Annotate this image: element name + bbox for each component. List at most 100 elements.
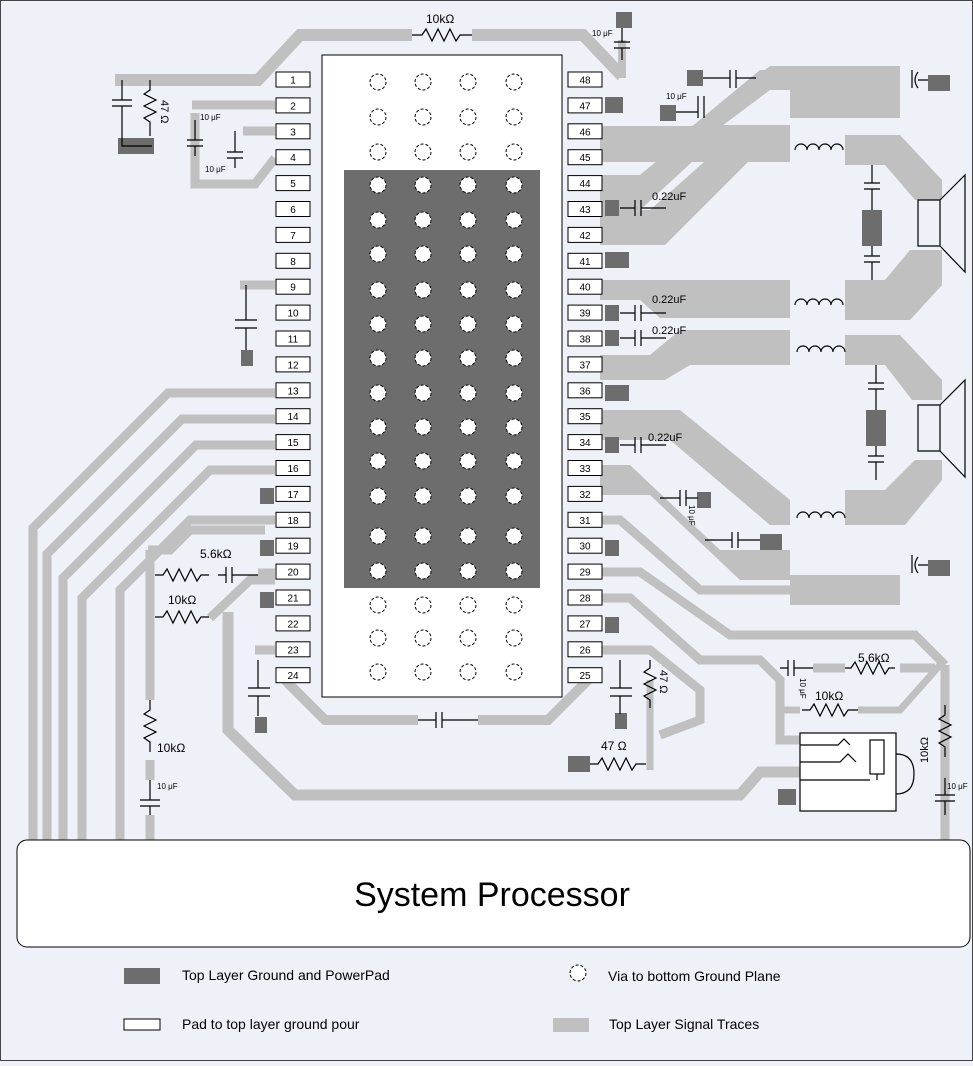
pin-pad-left	[275, 304, 311, 321]
via-outside-pad	[459, 143, 477, 161]
label-r-47-left: 47 Ω	[158, 100, 170, 124]
label-c-032: 10 μF	[687, 505, 696, 526]
pin-pad-left	[275, 511, 311, 528]
pin-number-right: 25	[579, 671, 591, 682]
pin-number-left: 18	[287, 516, 299, 527]
pin-number-left: 12	[287, 360, 299, 371]
pin-pad-right	[567, 71, 603, 88]
pin-pad-left	[275, 615, 311, 632]
pin-pad-left	[275, 71, 311, 88]
pin-pad-left	[275, 356, 311, 373]
via-outside-pad	[369, 629, 387, 647]
pin-number-right: 33	[579, 464, 591, 475]
pin-number-left: 7	[290, 231, 296, 242]
via-on-powerpad	[414, 245, 432, 263]
via-on-powerpad	[369, 384, 387, 402]
pin-pad-right	[567, 304, 603, 321]
pin-number-left: 9	[290, 283, 296, 294]
pin-number-left: 1	[290, 76, 296, 87]
label-c-pin2: 10 μF	[200, 113, 221, 122]
pin-number-left: 10	[287, 309, 299, 320]
via-outside-pad	[369, 596, 387, 614]
resistor-5k6-right	[845, 660, 895, 676]
via-on-powerpad	[505, 211, 523, 229]
via-outside-pad	[414, 629, 432, 647]
pin-number-right: 38	[579, 335, 591, 346]
pin-pad-left	[275, 460, 311, 476]
label-r-5k6-left: 5.6kΩ	[200, 547, 232, 561]
resistor-10k-bottom-left	[142, 700, 158, 752]
label-r-10k-bottom-left: 10kΩ	[157, 741, 185, 755]
via-grid	[369, 73, 523, 681]
via-on-powerpad	[414, 487, 432, 505]
resistor-10k-right	[802, 702, 858, 718]
via-on-powerpad	[505, 384, 523, 402]
pin-pad-left	[275, 434, 311, 451]
via-on-powerpad	[459, 245, 477, 263]
via-on-powerpad	[414, 384, 432, 402]
via-on-powerpad	[505, 527, 523, 545]
pin-number-left: 23	[287, 645, 299, 656]
pin-number-right: 43	[579, 205, 591, 216]
pin-number-right: 32	[579, 490, 591, 501]
legend-via-label: Via to bottom Ground Plane	[608, 968, 781, 984]
label-c-top: 10 μF	[592, 29, 613, 38]
pin-number-left: 19	[287, 542, 299, 553]
pin-pad-right	[567, 356, 603, 373]
pin-pad-left	[275, 537, 311, 554]
inductor-2	[794, 298, 844, 306]
via-outside-pad	[459, 73, 477, 91]
pin-pad-left	[275, 485, 311, 502]
pin-number-left: 17	[287, 490, 299, 501]
label-c-038: 0.22uF	[652, 325, 687, 337]
via-on-powerpad	[505, 349, 523, 367]
via-on-powerpad	[369, 527, 387, 545]
via-outside-pad	[505, 596, 523, 614]
right-pin-column: 4847464544434241403938373635343332313029…	[567, 71, 603, 684]
via-on-powerpad	[369, 176, 387, 194]
via-outside-pad	[414, 596, 432, 614]
label-c-right-top: 10 μF	[666, 92, 687, 101]
via-on-powerpad	[369, 211, 387, 229]
pin-number-right: 26	[579, 645, 591, 656]
pin-number-left: 16	[287, 464, 299, 475]
via-outside-pad	[459, 108, 477, 126]
pin-pad-left	[275, 641, 311, 658]
via-on-powerpad	[414, 176, 432, 194]
via-outside-pad	[459, 629, 477, 647]
pin-pad-right	[567, 201, 603, 217]
via-on-powerpad	[414, 418, 432, 436]
pin-number-left: 2	[290, 101, 296, 112]
pin-number-right: 47	[579, 101, 591, 112]
via-outside-pad	[459, 596, 477, 614]
pin-pad-right	[567, 460, 603, 476]
legend-ground-swatch	[124, 968, 160, 984]
speaker-bottom	[917, 378, 966, 479]
pin-pad-left	[275, 278, 311, 295]
via-on-powerpad	[459, 349, 477, 367]
legend-pad-label: Pad to top layer ground pour	[182, 1016, 360, 1032]
via-on-powerpad	[505, 281, 523, 299]
pin-number-right: 36	[579, 386, 591, 397]
pin-number-left: 20	[287, 568, 299, 579]
via-on-powerpad	[505, 562, 523, 580]
pin-pad-right	[567, 175, 603, 192]
pin-pad-right	[567, 589, 603, 606]
via-on-powerpad	[414, 315, 432, 333]
resistor-47-left	[142, 80, 158, 136]
pin-pad-right	[567, 330, 603, 347]
via-on-powerpad	[505, 176, 523, 194]
resistor-5k6-left	[155, 567, 209, 583]
via-on-powerpad	[414, 452, 432, 470]
via-on-powerpad	[459, 281, 477, 299]
pin-pad-right	[567, 485, 603, 502]
legend-ground-label: Top Layer Ground and PowerPad	[182, 967, 390, 983]
label-c-bottom-right: 10 μF	[947, 782, 968, 791]
label-r-10k-left: 10kΩ	[168, 593, 196, 607]
label-c-034: 0.22uF	[648, 432, 683, 444]
via-on-powerpad	[369, 487, 387, 505]
pin-number-left: 24	[287, 671, 299, 682]
pin-pad-left	[275, 226, 311, 243]
